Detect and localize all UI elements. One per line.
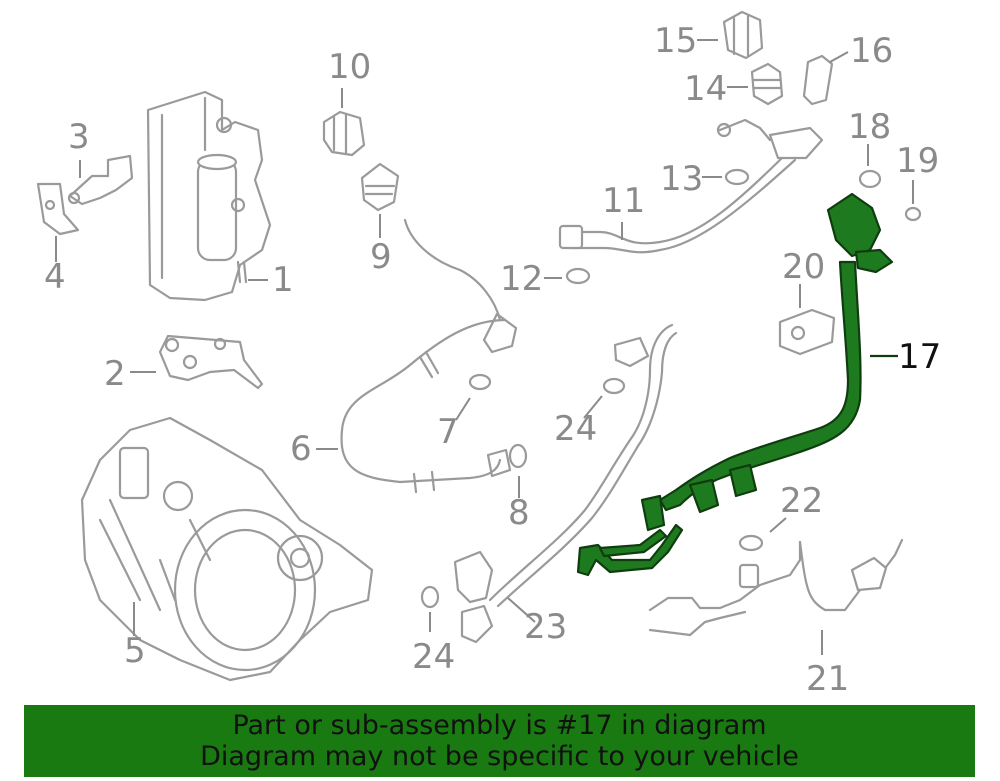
callout-13: 13 — [660, 159, 703, 199]
part-10-cap — [322, 110, 366, 157]
part-5-compressor — [80, 416, 374, 682]
part-13-oring — [724, 168, 750, 186]
part-17-hose — [576, 192, 894, 577]
part-22-oring — [738, 534, 764, 552]
part-16-sensor — [802, 54, 834, 106]
callout-1: 1 — [272, 260, 294, 300]
callout-24-lower: 24 — [412, 637, 455, 677]
callout-20: 20 — [782, 247, 825, 287]
part-7-oring — [468, 373, 492, 391]
part-4-plate — [36, 182, 80, 236]
callout-4: 4 — [44, 257, 66, 297]
part-12-oring — [565, 267, 591, 285]
part-18-oring — [858, 169, 882, 189]
leader-lines — [55, 39, 914, 655]
callout-15: 15 — [654, 21, 697, 61]
part-15-cap — [722, 10, 764, 60]
part-23-line — [453, 323, 678, 644]
banner-line-2: Diagram may not be specific to your vehi… — [200, 741, 799, 772]
callout-3: 3 — [68, 117, 90, 157]
part-14-cap — [750, 62, 784, 106]
callout-17: 17 — [898, 337, 941, 377]
callout-14: 14 — [684, 69, 727, 109]
banner-line-1: Part or sub-assembly is #17 in diagram — [232, 710, 767, 741]
part-11-line — [558, 118, 824, 254]
callout-24-upper: 24 — [554, 409, 597, 449]
callout-6: 6 — [290, 429, 312, 469]
part-6-hose — [340, 318, 507, 484]
callout-16: 16 — [850, 31, 893, 71]
part-1-drier-module — [146, 90, 272, 302]
callout-8: 8 — [508, 493, 530, 533]
part-8-oring — [508, 443, 528, 469]
callout-2: 2 — [104, 354, 126, 394]
callout-12: 12 — [500, 259, 543, 299]
callout-23: 23 — [524, 607, 567, 647]
callout-5: 5 — [124, 631, 146, 671]
callout-21: 21 — [806, 659, 849, 699]
callout-19: 19 — [896, 141, 939, 181]
callout-11: 11 — [602, 181, 645, 221]
callout-10: 10 — [328, 47, 371, 87]
info-banner: Part or sub-assembly is #17 in diagram D… — [24, 705, 975, 777]
part-3-clamp — [68, 154, 134, 206]
part-24-oring-upper — [602, 377, 626, 395]
callout-9: 9 — [370, 237, 392, 277]
part-2-bracket — [158, 334, 264, 390]
callout-7: 7 — [437, 412, 459, 452]
callout-labels: 1 2 3 4 5 6 7 8 9 10 11 12 13 14 15 16 1… — [44, 21, 941, 699]
callout-22: 22 — [780, 481, 823, 521]
callout-18: 18 — [848, 107, 891, 147]
part-24-oring-lower — [420, 585, 440, 609]
part-9-sleeve — [360, 162, 400, 212]
part-20-valve — [778, 308, 836, 356]
part-19-oring — [904, 206, 922, 222]
part-21-line — [648, 538, 904, 637]
